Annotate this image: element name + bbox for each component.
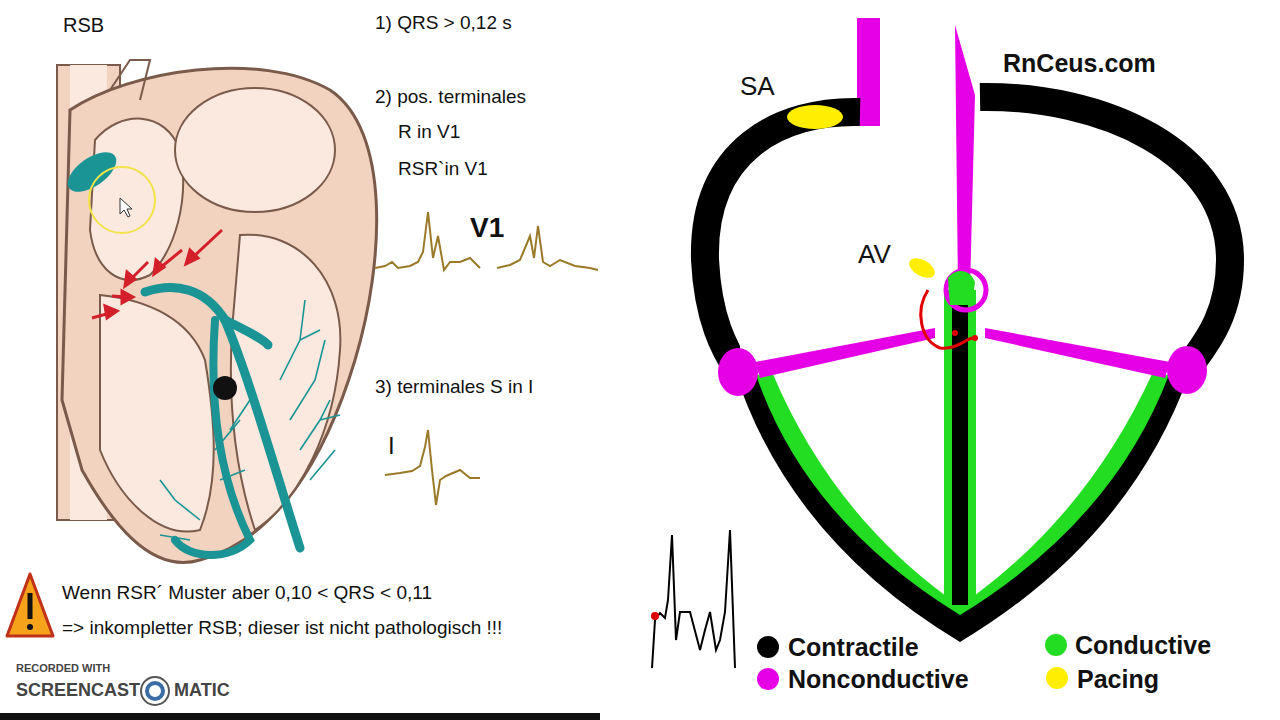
legend-swatch xyxy=(1046,667,1068,689)
node-label: AV xyxy=(858,240,891,270)
legend-text: Nonconductive xyxy=(788,665,969,694)
legend-swatch xyxy=(757,636,779,658)
criterion-text: 1) QRS > 0,12 s xyxy=(375,12,512,34)
legend-text: Contractile xyxy=(788,633,919,662)
node-label: SA xyxy=(740,72,775,102)
legend-swatch xyxy=(1045,634,1067,656)
legend-text: Pacing xyxy=(1077,665,1159,694)
legend-text: Conductive xyxy=(1075,631,1211,660)
title-label: RSB xyxy=(63,14,104,37)
criterion-text: R in V1 xyxy=(398,121,460,143)
warning-note: => inkompletter RSB; dieser ist nicht pa… xyxy=(62,617,502,639)
warning-note: Wenn RSR´ Muster aber 0,10 < QRS < 0,11 xyxy=(62,582,432,604)
criterion-text: 2) pos. terminales xyxy=(375,86,526,108)
watermark: RECORDED WITH xyxy=(16,662,110,675)
legend-swatch xyxy=(757,668,779,690)
watermark: SCREENCAST xyxy=(16,680,140,701)
lead-label: I xyxy=(388,432,395,460)
criterion-text: RSR`in V1 xyxy=(398,158,488,180)
lead-label: V1 xyxy=(470,212,504,244)
site-name: RnCeus.com xyxy=(1003,49,1156,78)
criterion-text: 3) terminales S in I xyxy=(375,376,533,398)
watermark: MATIC xyxy=(174,680,230,701)
